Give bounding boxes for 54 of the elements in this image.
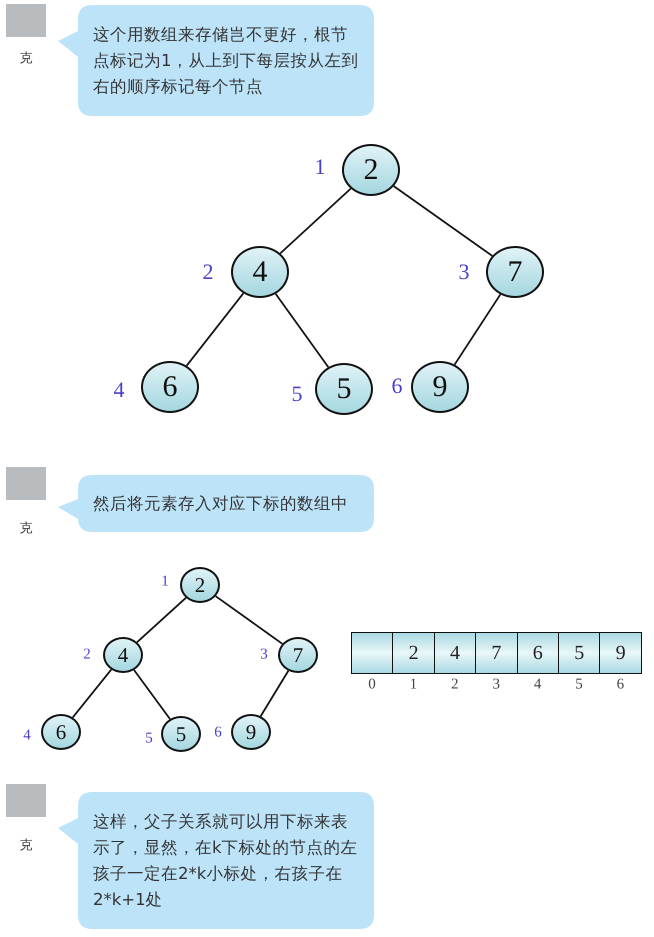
tree-node-circle: 7	[278, 637, 318, 673]
array-index: 5	[575, 676, 583, 694]
array-cell: 7	[475, 632, 518, 674]
tree-edge	[274, 293, 330, 368]
tree-node-circle: 2	[342, 144, 400, 196]
level-number: 3	[260, 646, 268, 664]
array-cell: 4	[434, 632, 476, 674]
level-number: 1	[314, 154, 326, 180]
array-index: 0	[368, 676, 376, 694]
speech-bubble: 这样，父子关系就可以用下标来表示了，显然，在k下标处的节点的左孩子一定在2*k小标处，右孩子在2*k+1处	[58, 792, 374, 929]
tree-edge	[280, 188, 352, 254]
tree-node-circle: 6	[41, 714, 81, 750]
user-name: 克	[20, 837, 32, 854]
array-cell: 6	[516, 632, 559, 674]
tree-edge	[136, 597, 187, 643]
tree-edge	[133, 669, 171, 720]
level-number: 5	[292, 381, 302, 407]
tree-node-circle: 9	[231, 714, 271, 750]
array-index: 3	[492, 676, 500, 694]
level-number: 4	[114, 377, 124, 403]
speech-bubble: 这个用数组来存储岂不更好，根节点标记为1，从上到下每层按从左到右的顺序标记每个节点	[58, 5, 374, 116]
tree-node-circle: 2	[180, 567, 220, 603]
tree-node-circle: 5	[161, 716, 201, 752]
array-index: 6	[616, 676, 624, 694]
tree-node-circle: 6	[141, 361, 199, 413]
tree-node-circle: 5	[315, 363, 373, 415]
tree-node-circle: 9	[411, 361, 469, 413]
tree-edge	[260, 670, 290, 717]
level-number: 1	[161, 574, 169, 590]
tree-edge	[215, 595, 283, 645]
speech-bubble: 然后将元素存入对应下标的数组中	[58, 475, 374, 532]
array-cell: 9	[599, 632, 642, 674]
level-number: 6	[214, 724, 222, 742]
tree-edge	[186, 292, 244, 366]
array-index: 1	[410, 676, 418, 694]
level-number: 4	[23, 728, 31, 744]
level-number: 5	[145, 730, 153, 748]
tree-edge	[72, 669, 112, 718]
array-cell: 5	[558, 632, 600, 674]
level-number: 2	[83, 646, 91, 664]
tree-node-circle: 7	[486, 246, 544, 298]
tree-node-circle: 4	[231, 246, 289, 298]
array-index: 2	[451, 676, 459, 694]
array-index: 4	[534, 676, 542, 694]
level-number: 2	[202, 259, 214, 285]
level-number: 6	[392, 373, 402, 399]
user-name: 克	[20, 520, 32, 537]
tree-edge	[454, 294, 502, 366]
level-number: 3	[458, 259, 470, 285]
array-cell: 2	[392, 632, 435, 674]
array-cell	[351, 632, 394, 674]
tree-node-circle: 4	[103, 637, 143, 673]
tree-edge	[393, 185, 493, 257]
user-name: 克	[20, 50, 32, 67]
